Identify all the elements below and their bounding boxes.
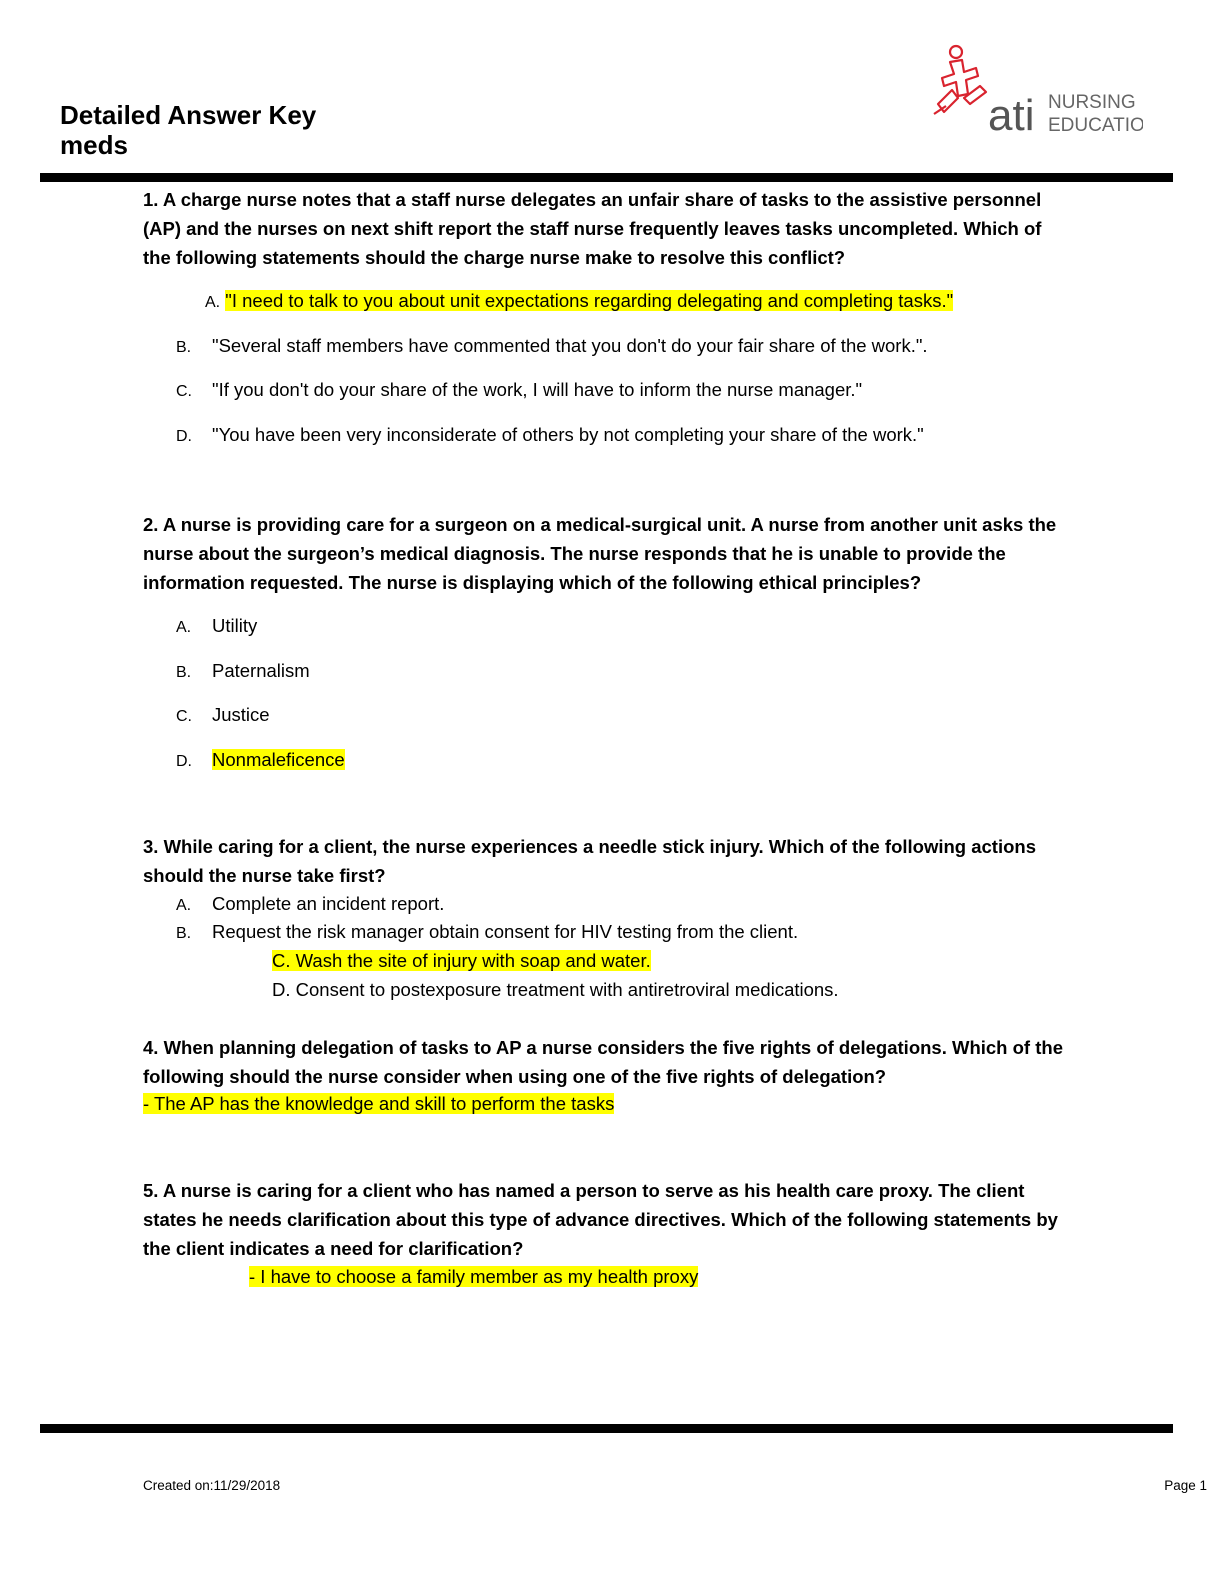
option-text: Paternalism <box>212 660 310 681</box>
option-letter: B. <box>176 339 192 356</box>
page-number: Page 1 <box>1164 1478 1207 1493</box>
q2-option-a: A. Utility <box>176 612 257 642</box>
q3-option-b: B. Request the risk manager obtain consen… <box>176 918 798 948</box>
answer-text: - The AP has the knowledge and skill to … <box>143 1093 615 1114</box>
option-letter: C. <box>176 708 192 725</box>
q4-answer: - The AP has the knowledge and skill to … <box>143 1090 615 1118</box>
q3-option-d: D. Consent to postexposure treatment wit… <box>272 976 839 1004</box>
logo-figure-icon <box>933 44 988 115</box>
question-3: 3. While caring for a client, the nurse … <box>143 836 1036 886</box>
option-text: "You have been very inconsiderate of oth… <box>212 424 924 445</box>
q1-option-c: C. "If you don't do your share of the wor… <box>176 376 862 406</box>
q5-answer: - I have to choose a family member as my… <box>249 1263 699 1291</box>
title-line-1: Detailed Answer Key <box>60 100 317 130</box>
question-4: 4. When planning delegation of tasks to … <box>143 1037 1063 1087</box>
option-letter: A. <box>176 897 192 914</box>
q3-option-a: A. Complete an incident report. <box>176 890 444 920</box>
question-1: 1. A charge nurse notes that a staff nur… <box>143 189 1042 268</box>
option-letter: A. <box>176 619 192 636</box>
option-letter: B. <box>176 925 192 942</box>
header-rule <box>40 173 1173 182</box>
option-text: Request the risk manager obtain consent … <box>212 921 799 942</box>
option-text: D. Consent to postexposure treatment wit… <box>272 979 839 1000</box>
page-title: Detailed Answer Key meds <box>60 100 316 160</box>
option-letter: B. <box>176 664 192 681</box>
footer-rule <box>40 1424 1173 1433</box>
option-letter: A. <box>205 294 221 311</box>
option-text: "Several staff members have commented th… <box>212 335 928 356</box>
q2-option-d: D. Nonmaleficence <box>176 746 345 776</box>
answer-text: - I have to choose a family member as my… <box>249 1266 699 1287</box>
q1-option-b: B. "Several staff members have commented … <box>176 332 928 362</box>
created-date: Created on:11/29/2018 <box>143 1478 281 1493</box>
q1-option-a: A. "I need to talk to you about unit exp… <box>205 287 954 317</box>
question-5: 5. A nurse is caring for a client who ha… <box>143 1180 1058 1259</box>
logo-line-1: NURSING <box>1048 92 1136 113</box>
q1-option-d: D. "You have been very inconsiderate of o… <box>176 421 924 451</box>
option-text: Justice <box>212 704 270 725</box>
option-text: "If you don't do your share of the work,… <box>212 379 863 400</box>
option-text: "I need to talk to you about unit expect… <box>225 290 954 311</box>
option-text: Utility <box>212 615 258 636</box>
option-letter: D. <box>176 428 192 445</box>
q2-option-c: C. Justice <box>176 701 270 731</box>
option-letter: D. <box>176 753 192 770</box>
option-text: Nonmaleficence <box>212 749 345 770</box>
option-letter: C. <box>176 383 192 400</box>
option-text: Complete an incident report. <box>212 893 445 914</box>
logo-line-2: EDUCATION <box>1048 115 1143 136</box>
q2-option-b: B. Paternalism <box>176 657 310 687</box>
title-line-2: meds <box>60 130 128 160</box>
logo-brand: ati <box>988 91 1034 140</box>
ati-nursing-education-logo: ati NURSING EDUCATION <box>928 42 1158 142</box>
option-text: C. Wash the site of injury with soap and… <box>272 950 651 971</box>
q3-option-c: C. Wash the site of injury with soap and… <box>272 947 651 975</box>
question-2: 2. A nurse is providing care for a surge… <box>143 514 1057 593</box>
